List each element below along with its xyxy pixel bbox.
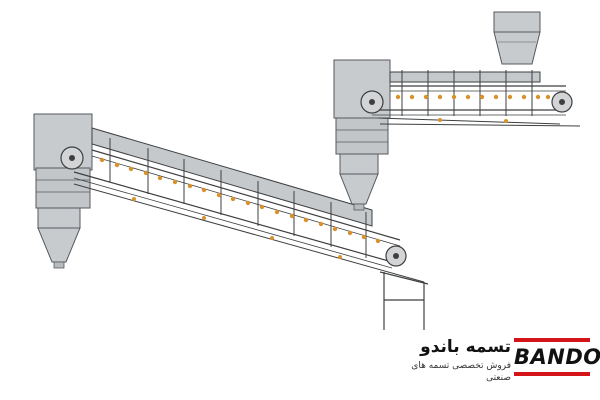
logo-wordmark: BANDO	[514, 345, 600, 369]
lower-conveyor-belt-cover	[91, 127, 373, 227]
upper-conveyor-frame-posts	[401, 70, 533, 116]
bando-logo: BANDO	[514, 338, 600, 378]
upper-conveyor	[333, 11, 581, 211]
lower-head-pulley	[60, 146, 84, 170]
logo-bottom-bar	[514, 372, 590, 376]
brand-persian-name: تسمه باندو	[420, 337, 511, 357]
upper-conveyor-hopper	[493, 11, 541, 65]
lower-conveyor-frame-posts	[109, 138, 367, 258]
lower-conveyor	[33, 113, 429, 330]
brand-persian-tagline: فروش تخصصی تسمه های صنعتی	[411, 361, 511, 383]
lower-tail-pulley	[385, 245, 407, 267]
upper-conveyor-housing	[333, 59, 391, 211]
lower-conveyor-housing	[33, 113, 93, 269]
upper-conveyor-belt-cover	[389, 71, 541, 83]
logo-top-bar	[514, 338, 590, 342]
upper-conveyor-buckets	[395, 94, 551, 123]
brand-block: تسمه باندو فروش تخصصی تسمه های صنعتی BAN…	[385, 336, 600, 383]
lower-conveyor-support-legs	[379, 271, 429, 330]
upper-head-pulley	[360, 90, 384, 114]
lower-conveyor-buckets	[99, 157, 381, 259]
upper-tail-pulley	[551, 91, 573, 113]
